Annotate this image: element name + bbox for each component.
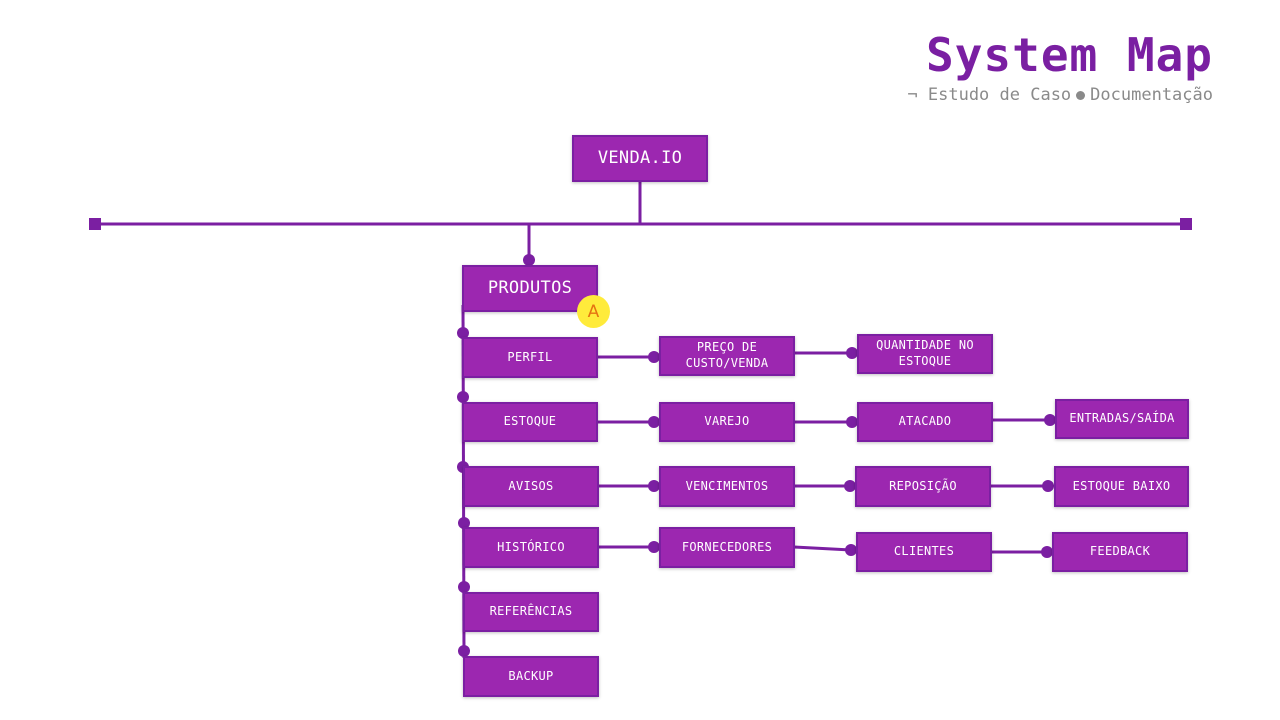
- node-vencimentos[interactable]: VENCIMENTOS: [659, 466, 795, 507]
- node-avisos[interactable]: AVISOS: [463, 466, 599, 507]
- connector-dot: [1041, 546, 1053, 558]
- connector-dot: [1042, 480, 1054, 492]
- node-atacado[interactable]: ATACADO: [857, 402, 993, 442]
- connector-dot: [1044, 414, 1056, 426]
- node-feedback[interactable]: FEEDBACK: [1052, 532, 1188, 572]
- node-varejo[interactable]: VAREJO: [659, 402, 795, 442]
- page-subtitle: ¬ Estudo de Caso Documentação: [907, 85, 1213, 105]
- node-preco-custo-venda[interactable]: PREÇO DE CUSTO/VENDA: [659, 336, 795, 376]
- connector-dot: [846, 416, 858, 428]
- connector-dot: [845, 544, 857, 556]
- node-entradas-saida[interactable]: ENTRADAS/SAÍDA: [1055, 399, 1189, 439]
- bus-end-left: [89, 218, 101, 230]
- node-reposicao[interactable]: REPOSIÇÃO: [855, 466, 991, 507]
- connector-dot: [523, 254, 535, 266]
- connector-dot: [458, 517, 470, 529]
- node-fornecedores[interactable]: FORNECEDORES: [659, 527, 795, 568]
- node-historico[interactable]: HISTÓRICO: [463, 527, 599, 568]
- separator-dot-icon: [1076, 90, 1086, 100]
- node-venda-io[interactable]: VENDA.IO: [572, 135, 708, 182]
- connector-dot: [844, 480, 856, 492]
- connector-dot: [648, 416, 660, 428]
- connector-dot: [457, 327, 469, 339]
- node-clientes[interactable]: CLIENTES: [856, 532, 992, 572]
- connector-dot: [458, 581, 470, 593]
- node-quantidade-estoque[interactable]: QUANTIDADE NO ESTOQUE: [857, 334, 993, 374]
- connector-dot: [648, 351, 660, 363]
- connector-fornecedores-clientes: [793, 545, 852, 552]
- connector-dot: [648, 541, 660, 553]
- node-produtos[interactable]: PRODUTOS: [462, 265, 598, 312]
- annotation-badge: A: [577, 295, 610, 328]
- connector-dot: [846, 347, 858, 359]
- node-backup[interactable]: BACKUP: [463, 656, 599, 697]
- subtitle-case-study: ¬ Estudo de Caso: [907, 85, 1072, 105]
- node-estoque[interactable]: ESTOQUE: [462, 402, 598, 442]
- subtitle-documentation: Documentação: [1090, 85, 1213, 105]
- connector-dot: [458, 645, 470, 657]
- node-referencias[interactable]: REFERÊNCIAS: [463, 592, 599, 632]
- node-estoque-baixo[interactable]: ESTOQUE BAIXO: [1054, 466, 1189, 507]
- page-title: System Map: [926, 28, 1213, 82]
- node-perfil[interactable]: PERFIL: [462, 337, 598, 378]
- connector-dot: [457, 391, 469, 403]
- connector-dot: [648, 480, 660, 492]
- bus-end-right: [1180, 218, 1192, 230]
